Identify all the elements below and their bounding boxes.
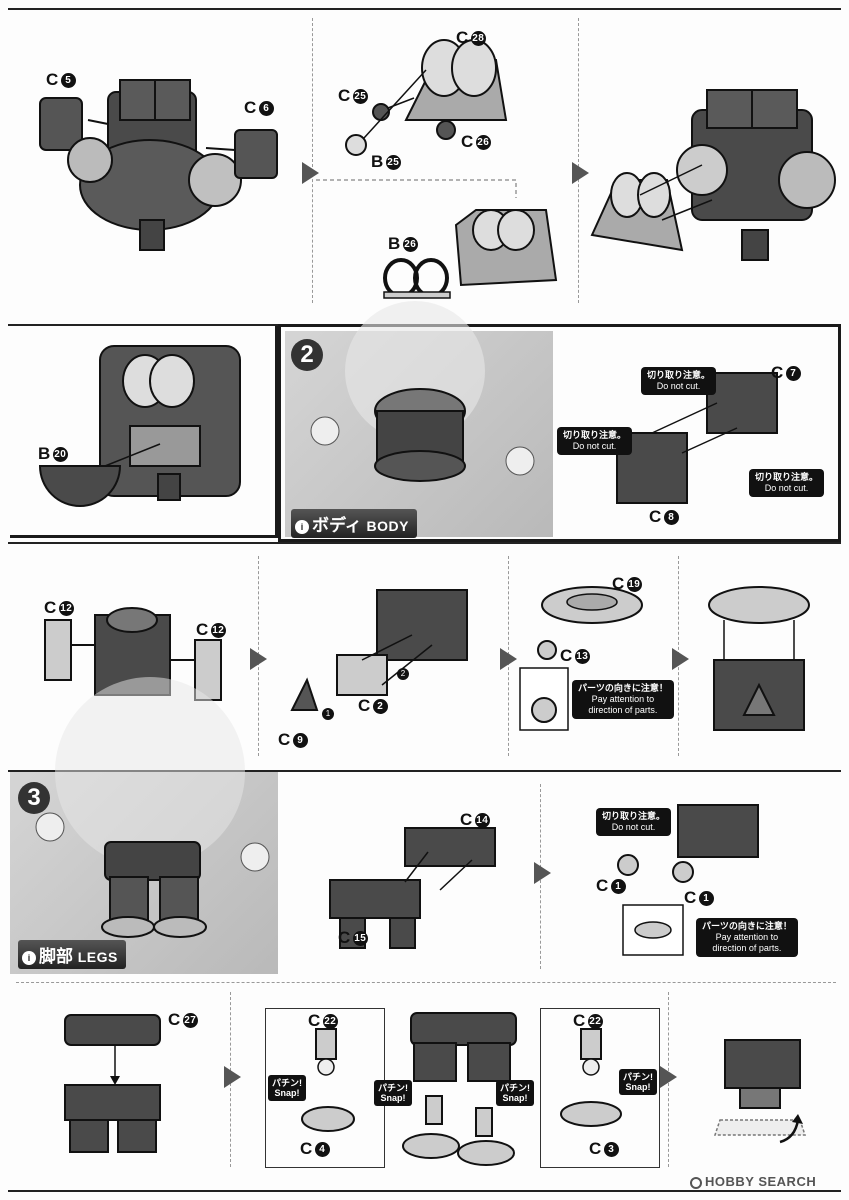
final-legs-illustration: [713, 1039, 807, 1144]
head-assembly-illustration: [39, 79, 278, 251]
snap-note: パチン!Snap!: [496, 1080, 534, 1106]
foot-c3-illustration: [560, 1028, 622, 1127]
next-step-arrow: [224, 1066, 241, 1088]
next-step-arrow: [302, 162, 319, 184]
do-not-cut-note: 切り取り注意。Do not cut.: [641, 367, 717, 395]
foot-c4-illustration: [301, 1028, 355, 1132]
head-eyes-attach-illustration: [590, 89, 836, 261]
row-border: [8, 770, 841, 772]
info-icon: i: [295, 519, 309, 534]
next-step-arrow: [572, 162, 589, 184]
snap-note: パチン!Snap!: [268, 1075, 306, 1101]
do-not-cut-note: 切り取り注意。Do not cut.: [749, 469, 825, 497]
next-step-arrow: [534, 862, 551, 884]
order-marker-1: 1: [322, 708, 334, 720]
next-step-arrow: [672, 648, 689, 670]
step-eyes-attach-panel: [582, 20, 840, 305]
step-final-legs-panel: [690, 1010, 840, 1160]
step-disc-attach-panel: [684, 550, 840, 760]
snap-center-panel: パチン!Snap! パチン!Snap!: [374, 1008, 536, 1168]
info-icon: i: [22, 950, 36, 965]
leg-frame-illustration: [329, 827, 496, 949]
legs-preview-illustration: [35, 677, 270, 938]
face-cover-illustration: [38, 345, 241, 507]
body-preview-illustration: [310, 301, 535, 482]
snap-note: パチン!Snap!: [619, 1069, 657, 1095]
legs-snap-illustration: [402, 1012, 517, 1166]
body-parts-c7-c8-illustration: [616, 372, 778, 504]
do-not-cut-note: 切り取り注意。Do not cut.: [557, 427, 633, 455]
next-step-arrow: [660, 1066, 677, 1088]
disc-parts-illustration: [519, 586, 643, 731]
hobbysearch-logo-icon: [690, 1176, 702, 1189]
step-number-2: 2: [291, 339, 323, 371]
divider: [578, 18, 579, 303]
top-border: [8, 8, 841, 10]
do-not-cut-note: 切り取り注意。Do not cut.: [596, 808, 672, 836]
next-step-arrow: [500, 648, 517, 670]
bottom-border: [8, 1190, 841, 1192]
eyes-parts-illustration: [316, 39, 558, 299]
divider: [16, 982, 836, 983]
order-marker-2: 2: [397, 668, 409, 680]
body-front-illustration: [290, 589, 468, 711]
watermark: HOBBY SEARCH: [690, 1174, 816, 1189]
step-number-3: 3: [18, 782, 50, 814]
next-step-arrow: [250, 648, 267, 670]
row-border: [8, 542, 841, 544]
disc-attach-illustration: [708, 586, 810, 731]
snap-note: パチン!Snap!: [374, 1080, 412, 1106]
hip-assembly-illustration: [64, 1014, 161, 1153]
divider: [312, 18, 313, 303]
leg-joints-illustration: [617, 804, 759, 956]
